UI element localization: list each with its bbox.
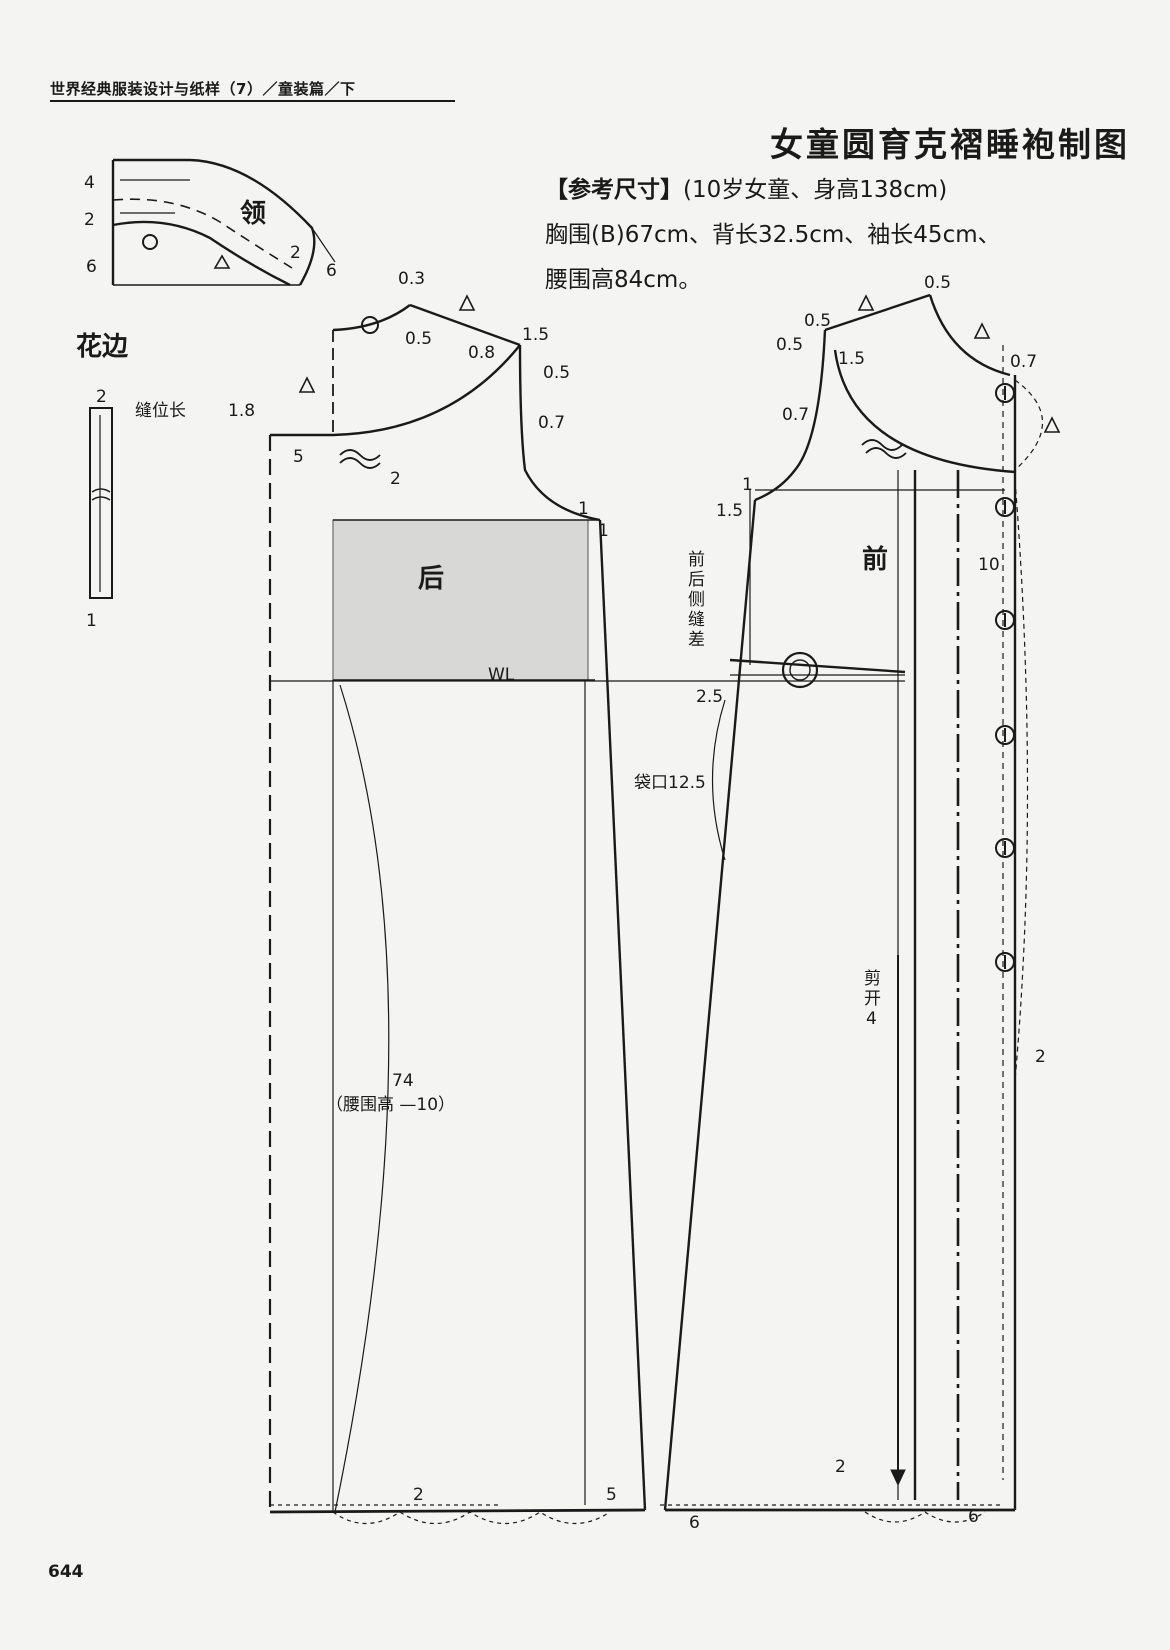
collar-dim-4: 4 xyxy=(84,173,95,193)
front-dim-6-hem-b: 6 xyxy=(968,1507,979,1527)
collar-dim-2: 2 xyxy=(84,210,95,230)
waist-line-label: WL xyxy=(488,665,515,685)
side-seam-note-1: 前 xyxy=(688,550,705,570)
back-dim-1b: 1 xyxy=(598,521,609,541)
back-dim-0.7: 0.7 xyxy=(538,413,565,433)
reference-heading: 【参考尺寸】 xyxy=(545,177,683,203)
front-dim-2-hem: 2 xyxy=(835,1457,846,1477)
reference-subject: (10岁女童、身高138cm) xyxy=(683,177,948,203)
lace-title: 花边 xyxy=(76,332,129,362)
front-dim-6-hem: 6 xyxy=(689,1513,700,1533)
reference-line-3: 腰围高84cm。 xyxy=(545,267,702,293)
side-seam-note-5: 差 xyxy=(688,630,705,650)
front-dim-1: 1 xyxy=(742,475,753,495)
back-dim-5-hem: 5 xyxy=(606,1485,617,1505)
back-dim-5: 5 xyxy=(293,447,304,467)
front-dim-0.7: 0.7 xyxy=(782,405,809,425)
back-dim-2: 2 xyxy=(390,469,401,489)
front-dim-1.5: 1.5 xyxy=(838,349,865,369)
page-number: 644 xyxy=(48,1562,84,1582)
back-dim-0.5b: 0.5 xyxy=(543,363,570,383)
front-dim-2.5: 2.5 xyxy=(696,687,723,707)
lace-top-value: 2 xyxy=(96,387,107,407)
collar-label: 领 xyxy=(240,198,266,229)
side-seam-note-3: 侧 xyxy=(688,590,705,610)
slit-label-1: 剪 xyxy=(864,969,881,989)
collar-piece xyxy=(111,158,336,287)
reference-line-2: 胸围(B)67cm、背长32.5cm、袖长45cm、 xyxy=(545,222,1001,248)
front-dim-2-edge: 2 xyxy=(1035,1047,1046,1067)
slit-label-3: 4 xyxy=(866,1009,877,1029)
back-dim-1.5: 1.5 xyxy=(522,325,549,345)
collar-labels: 4 2 6 2 6 领 xyxy=(84,173,337,281)
reference-line-1: 【参考尺寸】(10岁女童、身高138cm) xyxy=(545,168,1145,213)
back-dim-1a: 1 xyxy=(578,499,589,519)
front-piece xyxy=(660,293,1061,1523)
front-dim-10: 10 xyxy=(978,555,1000,575)
back-length-value: 74 xyxy=(392,1071,414,1091)
front-labels: 0.5 0.5 0.5 1.5 0.7 0.7 1 1.5 2.5 10 2 2… xyxy=(634,273,1046,1533)
back-piece xyxy=(268,294,905,1524)
lace-seam-value: 1.8 xyxy=(228,401,255,421)
pocket-label: 袋口12.5 xyxy=(634,773,706,793)
front-dim-0.5-a: 0.5 xyxy=(804,311,831,331)
front-dim-1.5b: 1.5 xyxy=(716,501,743,521)
page-title: 女童圆育克褶睡袍制图 xyxy=(770,125,1130,164)
lace-strip xyxy=(89,407,113,599)
front-label: 前 xyxy=(862,544,888,575)
lace-bottom-value: 1 xyxy=(86,611,97,631)
side-seam-note-4: 缝 xyxy=(688,610,705,630)
back-dim-0.5: 0.5 xyxy=(405,329,432,349)
back-dim-0.8: 0.8 xyxy=(468,343,495,363)
back-labels: 0.3 0.5 0.8 1.5 0.5 0.7 5 2 1 1 5 2 后 WL… xyxy=(293,269,617,1505)
reference-sizes: 【参考尺寸】(10岁女童、身高138cm) 胸围(B)67cm、背长32.5cm… xyxy=(545,168,1145,303)
back-dim-2-hem: 2 xyxy=(413,1485,424,1505)
front-dim-0.5-b: 0.5 xyxy=(776,335,803,355)
back-label: 后 xyxy=(418,564,444,594)
slit-label-2: 开 xyxy=(864,989,881,1009)
collar-dim-2b: 2 xyxy=(290,243,301,263)
collar-dim-6: 6 xyxy=(86,257,97,277)
lace-seam-label: 缝位长 xyxy=(135,401,186,421)
lace-labels: 花边 2 缝位长 1.8 1 xyxy=(76,332,255,631)
front-dim-0.7-neck: 0.7 xyxy=(1010,352,1037,372)
side-seam-note-2: 后 xyxy=(688,570,705,590)
back-length-note: （腰围高 —10） xyxy=(326,1095,455,1115)
header-rule xyxy=(50,100,455,102)
running-header: 世界经典服装设计与纸样（7）／童装篇／下 xyxy=(50,80,356,98)
front-dim-0.5-top: 0.5 xyxy=(924,273,951,293)
collar-dim-6b: 6 xyxy=(326,261,337,281)
back-dim-0.3: 0.3 xyxy=(398,269,425,289)
